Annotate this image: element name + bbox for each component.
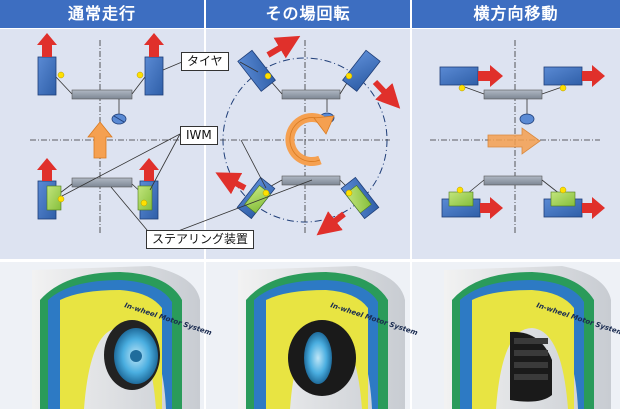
steering-bar-front xyxy=(71,89,133,100)
photo-wheel-normal: In-wheel Motor System xyxy=(32,266,213,409)
lateral-arrow-icon xyxy=(487,127,541,155)
header-lateral: 横方向移動 xyxy=(412,0,620,28)
arrow-right-icon xyxy=(582,65,605,87)
header-normal: 通常走行 xyxy=(0,0,204,28)
label-tire: タイヤ xyxy=(181,52,229,71)
label-steering: ステアリング装置 xyxy=(146,230,255,249)
normal-driving-diagram xyxy=(30,33,183,237)
arrow-up-icon xyxy=(139,158,159,181)
arrow-tangent-icon xyxy=(316,211,346,236)
arrow-up-icon xyxy=(144,33,164,57)
arrow-tangent-icon xyxy=(215,172,247,195)
arrow-up-icon xyxy=(37,33,57,57)
tire-front-right xyxy=(144,56,164,96)
arrow-up-icon xyxy=(37,158,57,181)
arrow-right-icon xyxy=(478,65,503,87)
arrow-right-icon xyxy=(480,197,503,219)
steering-bar-rear xyxy=(71,177,133,188)
tire-front-left xyxy=(37,56,57,96)
label-iwm: IWM xyxy=(180,126,218,145)
arrow-tangent-icon xyxy=(266,35,301,59)
forward-arrow-icon xyxy=(87,121,113,159)
lateral-move-diagram xyxy=(430,40,605,235)
spin-turn-diagram xyxy=(164,35,401,237)
photo-wheel-spin: In-wheel Motor System xyxy=(238,266,419,409)
header-spin: その場回転 xyxy=(206,0,410,28)
arrow-tangent-icon xyxy=(372,79,401,109)
arrow-right-icon xyxy=(582,197,605,219)
photo-wheel-lateral: In-wheel Motor System xyxy=(444,266,620,409)
rotation-arrow-icon xyxy=(285,113,325,167)
